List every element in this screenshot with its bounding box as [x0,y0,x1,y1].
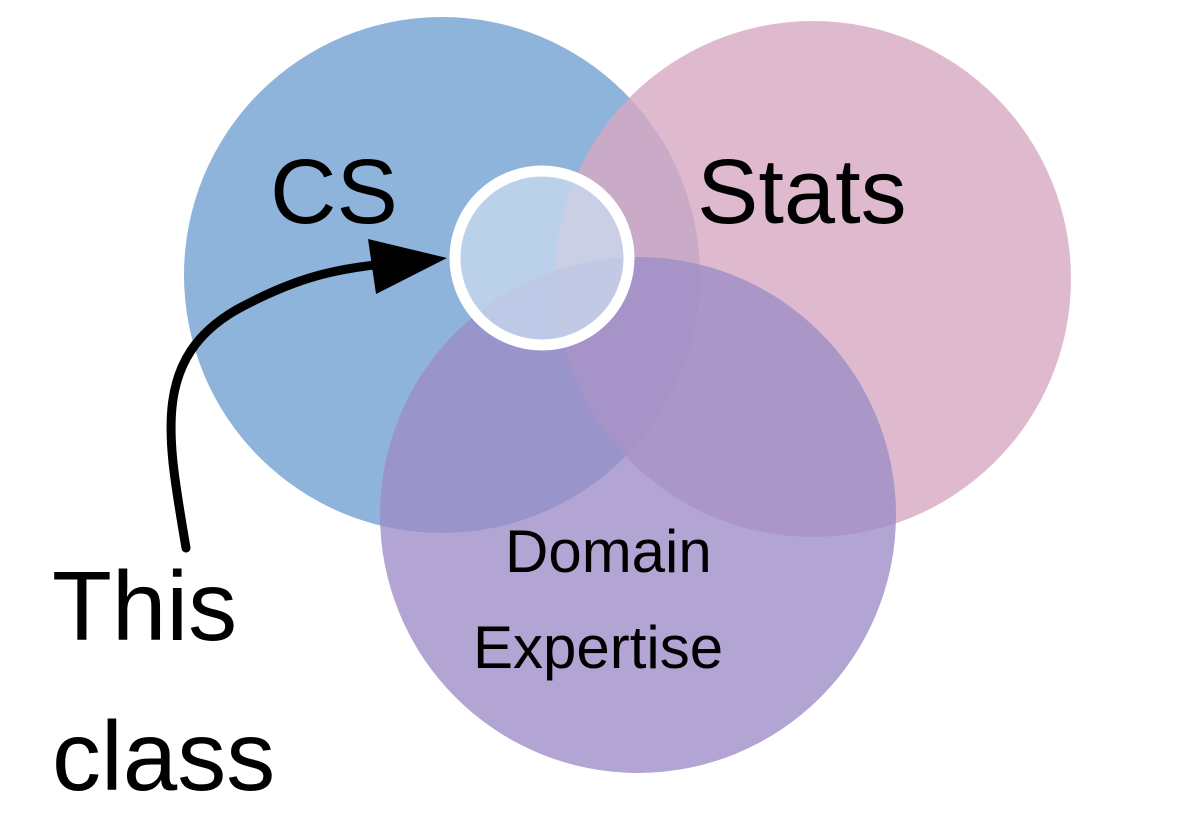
label-this: This [52,551,237,661]
label-domain-line2: Expertise [473,614,723,681]
circle-domain-expertise [380,257,896,773]
pointer-arrow-line [166,258,400,553]
label-cs: CS [270,141,398,243]
pointer-arrowhead [368,239,447,294]
label-stats: Stats [697,141,907,243]
label-class: class [52,701,275,811]
label-domain-line1: Domain [505,518,712,585]
focus-circle [449,165,635,351]
